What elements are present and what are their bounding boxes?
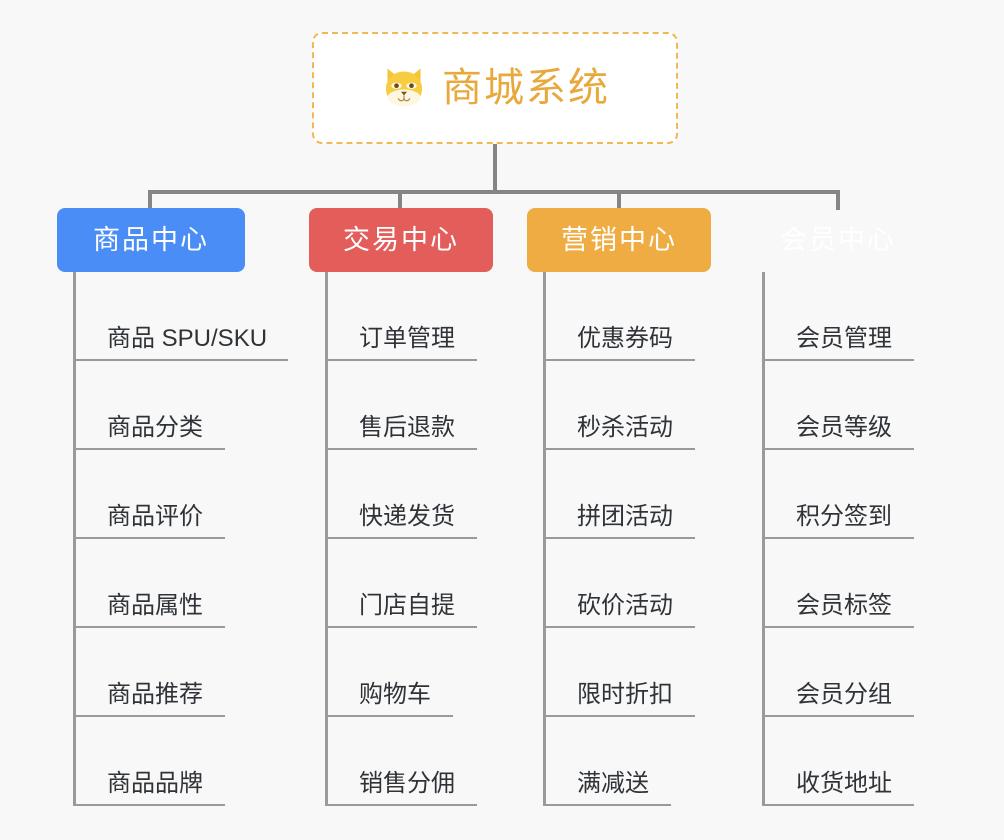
root-node[interactable]: 商城系统 [312,32,678,144]
leaf-underline [73,448,225,450]
leaf-item-label: 售后退款 [359,414,455,441]
leaf-underline [762,626,914,628]
leaf-underline [543,715,695,717]
leaf-spine [325,272,328,806]
leaf-underline [325,448,477,450]
leaf-underline [543,359,695,361]
leaf-item-label: 商品属性 [107,592,203,619]
shiba-dog-face-icon [386,68,422,106]
leaf-item-label: 秒杀活动 [577,414,673,441]
connector-drop-1 [398,190,402,210]
leaf-underline [325,804,477,806]
leaf-item-label: 积分签到 [796,503,892,530]
leaf-item[interactable]: 拼团活动 [543,450,695,539]
leaf-item[interactable]: 商品 SPU/SKU [73,272,288,361]
leaf-item-label: 购物车 [359,681,431,708]
connector-drop-3 [836,190,840,210]
leaf-item[interactable]: 限时折扣 [543,628,695,717]
leaf-item[interactable]: 积分签到 [762,450,914,539]
leaf-item-label: 收货地址 [796,770,892,797]
leaf-underline [73,537,225,539]
root-title: 商城系统 [442,66,610,110]
leaf-underline [325,359,477,361]
leaf-item-label: 会员标签 [796,592,892,619]
leaf-item-label: 销售分佣 [359,770,455,797]
category-node-0[interactable]: 商品中心 [57,208,245,272]
leaf-item[interactable]: 优惠券码 [543,272,695,361]
leaf-item[interactable]: 满减送 [543,717,671,806]
category-label: 营销中心 [561,224,677,255]
leaf-item[interactable]: 会员等级 [762,361,914,450]
leaf-item-label: 商品评价 [107,503,203,530]
leaf-item[interactable]: 商品评价 [73,450,225,539]
leaf-underline [762,804,914,806]
leaf-underline [73,359,288,361]
leaf-underline [762,715,914,717]
leaf-item[interactable]: 商品推荐 [73,628,225,717]
leaf-item-label: 门店自提 [359,592,455,619]
connector-drop-0 [148,190,152,210]
category-node-3[interactable]: 会员中心 [745,208,931,272]
leaf-item[interactable]: 快递发货 [325,450,477,539]
leaf-underline [762,537,914,539]
category-label: 会员中心 [780,224,896,255]
leaf-item[interactable]: 商品分类 [73,361,225,450]
category-label: 交易中心 [343,224,459,255]
leaf-item[interactable]: 会员分组 [762,628,914,717]
leaf-item-label: 订单管理 [359,325,455,352]
leaf-item[interactable]: 门店自提 [325,539,477,628]
leaf-underline [325,715,453,717]
leaf-item[interactable]: 商品属性 [73,539,225,628]
category-node-2[interactable]: 营销中心 [527,208,711,272]
leaf-item[interactable]: 砍价活动 [543,539,695,628]
leaf-item-label: 商品 SPU/SKU [107,325,268,352]
leaf-underline [762,448,914,450]
leaf-item-label: 快递发货 [359,503,455,530]
leaf-item-label: 会员分组 [796,681,892,708]
leaf-item[interactable]: 售后退款 [325,361,477,450]
leaf-item[interactable]: 秒杀活动 [543,361,695,450]
leaf-underline [73,626,225,628]
leaf-underline [543,804,671,806]
leaf-spine [73,272,76,806]
leaf-item-label: 商品分类 [107,414,203,441]
leaf-underline [73,715,225,717]
leaf-item-label: 限时折扣 [577,681,673,708]
connector-root-stem [493,144,497,192]
leaf-item-label: 优惠券码 [577,325,673,352]
leaf-item[interactable]: 购物车 [325,628,453,717]
leaf-item[interactable]: 商品品牌 [73,717,225,806]
leaf-underline [325,537,477,539]
leaf-item-label: 商品推荐 [107,681,203,708]
leaf-item-label: 砍价活动 [577,592,673,619]
leaf-item[interactable]: 销售分佣 [325,717,477,806]
connector-drop-2 [617,190,621,210]
connector-horizontal-bus [150,190,838,194]
leaf-underline [543,626,695,628]
category-label: 商品中心 [93,224,209,255]
leaf-item[interactable]: 会员管理 [762,272,914,361]
leaf-item[interactable]: 会员标签 [762,539,914,628]
leaf-underline [762,359,914,361]
leaf-item-label: 商品品牌 [107,770,203,797]
leaf-item-label: 会员管理 [796,325,892,352]
leaf-item-label: 满减送 [577,770,649,797]
leaf-item-label: 拼团活动 [577,503,673,530]
leaf-spine [543,272,546,806]
leaf-underline [543,448,695,450]
leaf-item[interactable]: 收货地址 [762,717,914,806]
leaf-underline [325,626,477,628]
leaf-item-label: 会员等级 [796,414,892,441]
leaf-spine [762,272,765,806]
category-node-1[interactable]: 交易中心 [309,208,493,272]
leaf-underline [543,537,695,539]
leaf-underline [73,804,225,806]
leaf-item[interactable]: 订单管理 [325,272,477,361]
